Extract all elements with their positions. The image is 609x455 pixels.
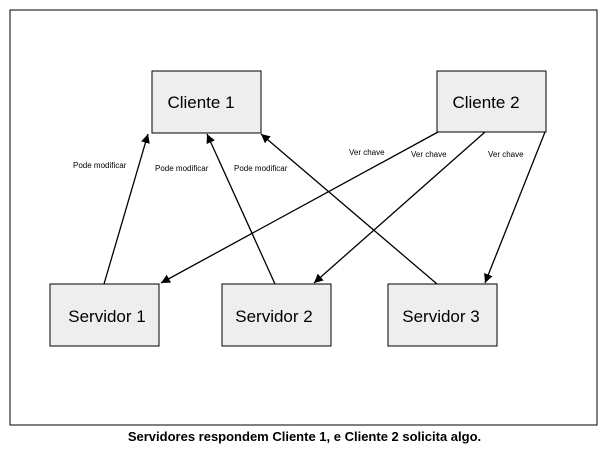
edge-label-servidor3-cliente1: Pode modificar	[234, 164, 288, 173]
node-servidor-1: Servidor 1	[49, 283, 160, 347]
node-servidor-2: Servidor 2	[221, 283, 332, 347]
edge-cliente2-servidor1	[160, 131, 439, 284]
node-cliente-2: Cliente 2	[436, 70, 547, 133]
edge-label-servidor2-cliente1: Pode modificar	[155, 164, 209, 173]
node-label-cliente-2: Cliente 2	[452, 93, 519, 112]
edge-cliente2-servidor2	[313, 131, 486, 284]
edge-servidor2-cliente1	[206, 133, 276, 285]
node-label-servidor-3: Servidor 3	[402, 307, 479, 326]
edge-label-servidor1-cliente1: Pode modificar	[73, 161, 127, 170]
node-servidor-3: Servidor 3	[387, 283, 498, 347]
edge-label-cliente2-servidor3: Ver chave	[488, 150, 524, 159]
edge-servidor3-cliente1	[260, 133, 438, 285]
node-label-servidor-2: Servidor 2	[235, 307, 312, 326]
edge-label-cliente2-servidor2: Ver chave	[411, 150, 447, 159]
edge-label-cliente2-servidor1: Ver chave	[349, 148, 385, 157]
edge-cliente2-servidor3	[484, 131, 546, 284]
edge-servidor1-cliente1	[103, 133, 150, 285]
node-label-cliente-1: Cliente 1	[167, 93, 234, 112]
diagram-canvas: Pode modificar Pode modificar Pode modif…	[9, 9, 598, 426]
node-cliente-1: Cliente 1	[151, 70, 262, 134]
node-label-servidor-1: Servidor 1	[68, 307, 145, 326]
diagram-caption: Servidores respondem Cliente 1, e Client…	[127, 429, 482, 444]
